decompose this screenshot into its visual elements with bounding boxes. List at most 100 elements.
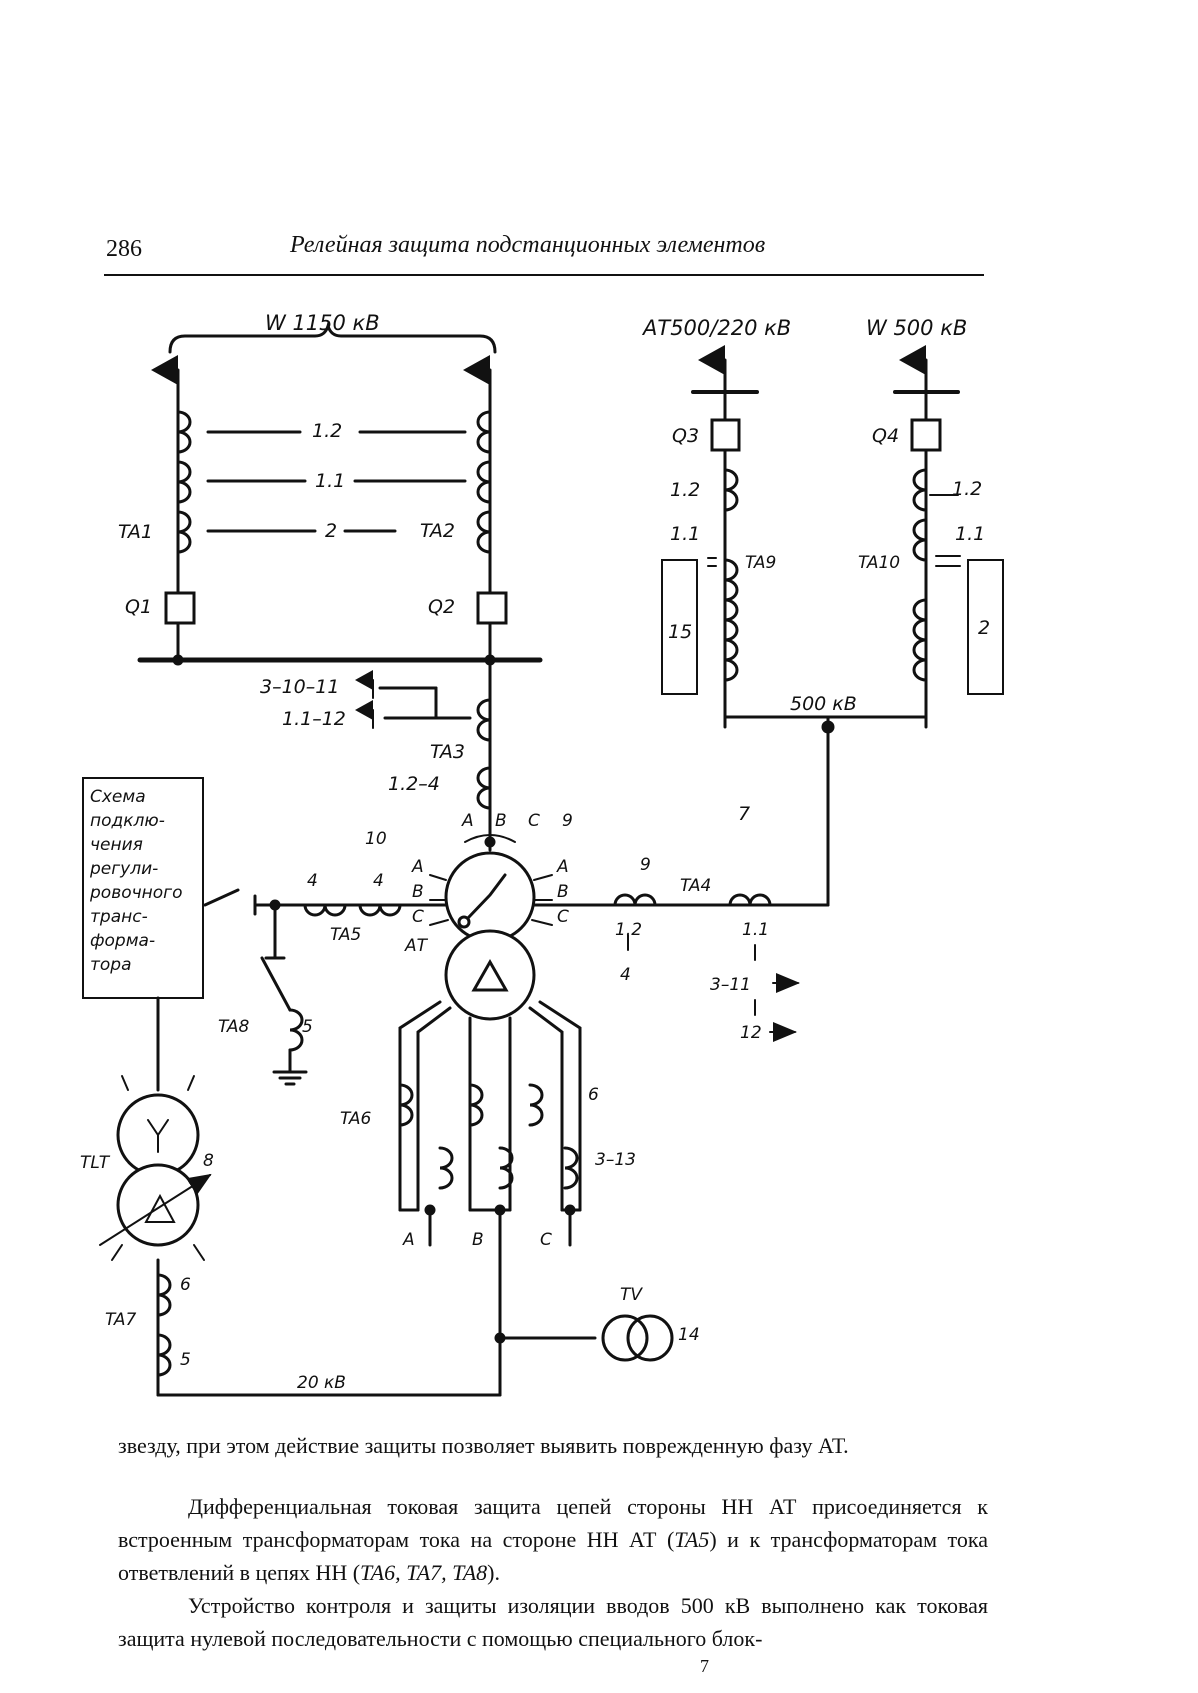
- tlt-delta-winding: [116, 1163, 200, 1247]
- label-ta7: TA7: [105, 1310, 136, 1330]
- scheme-line-4: регули-: [89, 859, 158, 879]
- breaker-q3: [710, 418, 741, 452]
- label-q1: Q1: [125, 596, 152, 618]
- label-phase-a-right: A: [556, 857, 569, 877]
- label-5-ta7: 5: [180, 1350, 191, 1370]
- box-15: [661, 559, 698, 695]
- label-12: 12: [740, 1023, 762, 1043]
- label-at-500-220: АТ500/220 кВ: [641, 316, 791, 340]
- tv-winding-2: [626, 1314, 674, 1362]
- paragraph-2-ta5: TA5: [674, 1527, 710, 1552]
- delta-symbol: [471, 958, 509, 992]
- ta6-coil-1: [398, 1083, 414, 1127]
- label-line-500: W 500 кВ: [866, 316, 967, 340]
- ta2-coils: [476, 410, 492, 554]
- ta8-coil: [288, 1008, 304, 1052]
- label-1-1-a: 1.1: [315, 470, 345, 492]
- label-ta10: TA10: [858, 553, 900, 573]
- scheme-box: [82, 777, 204, 999]
- ta3-coil-lower: [476, 766, 492, 810]
- label-phase-b-left: B: [412, 882, 424, 902]
- paragraph-3: Устройство контроля и защиты изоляции вв…: [118, 1593, 988, 1651]
- label-ta5: TA5: [330, 925, 361, 945]
- label-14: 14: [678, 1325, 700, 1345]
- ta10-coils: [912, 468, 928, 682]
- breaker-q4: [910, 418, 942, 452]
- paragraph-2-part-b: ) и к трансформаторам тока ответвлений в…: [118, 1527, 988, 1585]
- line-1150-brace: [168, 320, 497, 354]
- label-ta9: TA9: [745, 553, 776, 573]
- label-tlt: TLT: [80, 1153, 111, 1173]
- label-box-2: 2: [978, 617, 990, 639]
- label-1-2-d: 1.2: [615, 920, 642, 940]
- label-phase-a-bottom: A: [402, 1230, 415, 1250]
- header-rule: [104, 274, 984, 276]
- label-3-10-11: 3–10–11: [260, 676, 339, 698]
- at-delta-winding: [444, 929, 536, 1021]
- label-10: 10: [365, 829, 387, 849]
- label-4-top: 4: [373, 871, 384, 891]
- scheme-line-5: ровочного: [89, 883, 183, 903]
- label-5-ta8: 5: [302, 1017, 313, 1037]
- label-3-13: 3–13: [595, 1150, 636, 1170]
- tv-winding-1: [601, 1314, 649, 1362]
- substation-protection-diagram: W 1150 кВ АТ500/220 кВ W 500 кВ 1.2 1.1 …: [80, 311, 1004, 1397]
- ta4-coil-b: [728, 893, 772, 907]
- label-9-top: 9: [562, 811, 573, 831]
- scheme-line-8: тора: [90, 955, 132, 975]
- label-phase-c-right: C: [557, 907, 569, 927]
- ta-coil-5: [498, 1146, 514, 1190]
- label-phase-c-left: C: [412, 907, 424, 927]
- ta5-coil-b: [358, 903, 402, 917]
- label-2-a: 2: [325, 520, 337, 542]
- ta7-coil-upper: [156, 1273, 172, 1317]
- page-number: 286: [106, 236, 142, 262]
- label-1-2-c: 1.2: [952, 478, 982, 500]
- phase-tap-arc: [464, 834, 516, 843]
- label-1-2-4: 1.2–4: [388, 773, 440, 795]
- label-q3: Q3: [672, 425, 699, 447]
- label-phase-a-left: A: [411, 857, 424, 877]
- label-box-15: 15: [668, 621, 692, 643]
- ta-coil-6: [563, 1146, 579, 1190]
- breaker-q2: [476, 591, 508, 625]
- ta4-coil-a: [613, 893, 657, 907]
- footer-mark: 7: [700, 1656, 709, 1676]
- label-at: АТ: [404, 936, 429, 956]
- label-ta3: TA3: [430, 741, 465, 763]
- label-4-right: 4: [620, 965, 631, 985]
- label-1-1-12: 1.1–12: [282, 708, 346, 730]
- ta-coil-4: [438, 1146, 454, 1190]
- label-ta6: TA6: [340, 1109, 371, 1129]
- label-8: 8: [203, 1151, 214, 1171]
- label-ta1: TA1: [118, 521, 153, 543]
- ta6-coil-3: [528, 1083, 544, 1127]
- label-ta2: TA2: [420, 520, 455, 542]
- ta3-coil-upper: [476, 698, 492, 742]
- label-6-right: 6: [588, 1085, 599, 1105]
- scheme-line-3: чения: [90, 835, 143, 855]
- paragraph-2-part-a: Дифференциальная токовая защита цепей ст…: [118, 1494, 988, 1552]
- label-phase-b-right: B: [557, 882, 569, 902]
- label-3-11: 3–11: [710, 975, 751, 995]
- breaker-q1: [164, 591, 196, 625]
- scheme-line-1: Схема: [90, 787, 146, 807]
- ta9-coils: [723, 468, 739, 682]
- paragraph-2: Дифференциальная токовая защита цепей ст…: [118, 1490, 988, 1589]
- label-q2: Q2: [428, 596, 455, 618]
- scheme-line-6: транс-: [90, 907, 148, 927]
- label-phase-c-top: C: [528, 811, 540, 831]
- ta5-coil-a: [303, 903, 347, 917]
- label-9-right: 9: [640, 855, 651, 875]
- label-line-1150: W 1150 кВ: [265, 311, 380, 335]
- box-2: [967, 559, 1004, 695]
- label-ta8: TA8: [218, 1017, 249, 1037]
- label-7: 7: [738, 803, 750, 825]
- paragraph-2-part-c: ).: [487, 1560, 500, 1585]
- label-bus-500: 500 кВ: [790, 693, 857, 715]
- label-1-1-d: 1.1: [742, 920, 769, 940]
- label-bus-20kv: 20 кВ: [297, 1373, 346, 1393]
- label-tv: TV: [620, 1285, 643, 1305]
- label-phase-b-bottom: B: [472, 1230, 484, 1250]
